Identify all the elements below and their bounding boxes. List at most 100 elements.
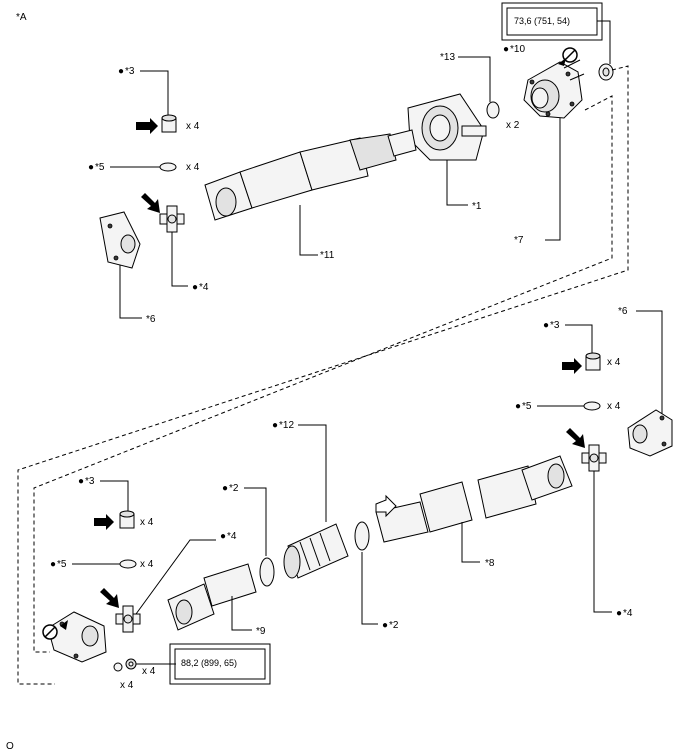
callout-5-bottom: *5: [57, 559, 67, 570]
spider-top: [159, 205, 185, 233]
bearing-cup-bottom: [119, 510, 135, 529]
leader-1: [446, 160, 468, 206]
leader-4-right: [593, 471, 612, 613]
front-propeller-shaft: [204, 129, 417, 221]
callout-3-right: *3: [550, 320, 560, 331]
leader-3-right: [565, 324, 593, 354]
callout-5-right: *5: [522, 401, 532, 412]
companion-flange: [523, 59, 585, 119]
qty-5-right: x 4: [607, 401, 621, 412]
callout-3-top: *3: [125, 66, 135, 77]
callout-8: *8: [485, 558, 495, 569]
slip-yoke: [167, 563, 257, 631]
callout-12: *12: [279, 420, 294, 431]
torque-box-top: 73,6 (751, 54): [501, 2, 603, 41]
spacer-ring: [486, 101, 500, 119]
callout-4-right: *4: [623, 608, 633, 619]
torque-top-leader: [597, 20, 611, 64]
callout-6-top: *6: [146, 314, 156, 325]
install-arrow-cup-top: [136, 118, 158, 134]
bullet-3-right: ●: [543, 320, 549, 331]
callout-5-top: *5: [95, 162, 105, 173]
leader-3-top: [140, 70, 169, 116]
leader-4-top: [171, 232, 188, 287]
callout-3-bottom: *3: [85, 476, 95, 487]
qty-13: x 2: [506, 120, 520, 131]
bullet-5-top: ●: [88, 162, 94, 173]
callout-2-left: *2: [229, 483, 239, 494]
bullet-5-bottom: ●: [50, 559, 56, 570]
leader-4-bottom: [135, 539, 216, 615]
callout-6-right: *6: [618, 306, 628, 317]
install-arrow-cup-bottom: [94, 514, 114, 530]
leader-6-top: [119, 265, 142, 319]
boot-clamp-left: [259, 557, 275, 587]
flange-yoke-right: [627, 409, 673, 457]
bullet-2-left: ●: [222, 483, 228, 494]
no-reuse-icon-bottom: [42, 624, 58, 640]
torque-box-bottom: 88,2 (899, 65): [169, 643, 271, 685]
snap-ring-top: [159, 162, 177, 172]
leader-8: [461, 522, 480, 563]
flange-yoke-top: [99, 211, 141, 269]
leader-13: [458, 56, 491, 102]
bullet-3-bottom: ●: [78, 476, 84, 487]
assembly-dashed-line-inner: [33, 95, 613, 653]
callout-1: *1: [472, 201, 482, 212]
view-label: *A: [16, 12, 27, 23]
callout-13: *13: [440, 52, 455, 63]
leader-6-right: [636, 310, 663, 414]
leader-12: [298, 424, 327, 522]
qty-5-bottom: x 4: [140, 559, 154, 570]
install-arrow-spider-top: [141, 193, 160, 213]
spider-bottom: [115, 605, 141, 633]
bullet-4-right: ●: [616, 608, 622, 619]
rear-propeller-shaft: [375, 455, 573, 543]
torque-spec-top: 73,6 (751, 54): [514, 16, 570, 26]
qty-washer-bottom: x 4: [120, 680, 134, 691]
leader-2-left: [244, 487, 267, 556]
bullet-5-right: ●: [515, 401, 521, 412]
leader-7: [545, 118, 561, 241]
callout-10: *10: [510, 44, 525, 55]
install-arrow-cup-right: [562, 358, 582, 374]
callout-4-bottom: *4: [227, 531, 237, 542]
bearing-cup-top: [161, 114, 177, 133]
spider-right: [581, 444, 607, 472]
leader-2-right: [361, 552, 378, 625]
install-arrow-spider-bottom: [100, 588, 119, 608]
callout-11: *11: [320, 250, 335, 261]
callout-4-top: *4: [199, 282, 209, 293]
callout-9: *9: [256, 626, 266, 637]
boot-clamp-right: [354, 521, 370, 551]
install-arrow-spider-right: [566, 428, 585, 448]
center-bearing: [407, 93, 487, 161]
dust-boot: [283, 523, 349, 579]
callout-2-right: *2: [389, 620, 399, 631]
bullet-4-bottom: ●: [220, 531, 226, 542]
bullet-2-right: ●: [382, 620, 388, 631]
qty-3-right: x 4: [607, 357, 621, 368]
install-arrow-flange-bottom: [60, 620, 68, 630]
snap-ring-bottom: [119, 559, 137, 569]
no-reuse-icon-top: [562, 47, 578, 63]
bullet-4-top: ●: [192, 282, 198, 293]
nut-washer-bottom: [113, 658, 137, 672]
qty-nut-bottom: x 4: [142, 666, 156, 677]
leader-9: [231, 596, 252, 631]
callout-7: *7: [514, 235, 524, 246]
torque-spec-bottom: 88,2 (899, 65): [181, 658, 237, 668]
leader-3-bottom: [100, 480, 129, 512]
flange-nut-top: [598, 63, 614, 81]
assembly-dashed-line-outer: [17, 65, 629, 685]
leader-11: [299, 205, 318, 256]
qty-5-top: x 4: [186, 162, 200, 173]
bullet-12: ●: [272, 420, 278, 431]
apply-grease-arrow: [375, 494, 397, 518]
bullet-3-top: ●: [118, 66, 124, 77]
figure-code: O: [6, 741, 14, 752]
qty-3-top: x 4: [186, 121, 200, 132]
bearing-cup-right: [585, 352, 601, 371]
qty-3-bottom: x 4: [140, 517, 154, 528]
